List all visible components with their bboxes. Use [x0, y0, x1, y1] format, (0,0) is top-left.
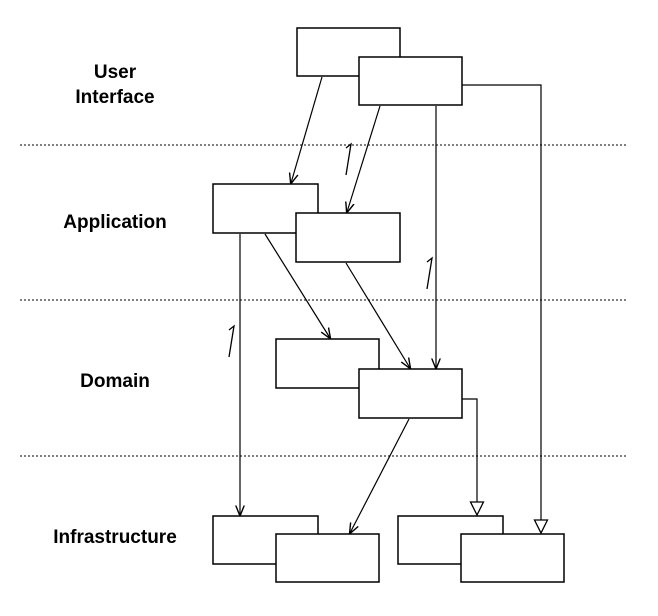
arrow-ui-to-infrastructure: [462, 84, 541, 533]
arrow-domain-to-infrastructure-left: [350, 418, 410, 533]
infrastructure-box-left-front: [275, 533, 380, 583]
layer-label-user: User: [94, 62, 137, 83]
tick-mark-application-skip: [228, 324, 235, 358]
layer-label-infrastructure: Infrastructure: [53, 527, 177, 548]
layer-label-application: Application: [63, 212, 166, 233]
ui-box-front: [358, 56, 463, 106]
arrow-application-to-domain-back: [264, 233, 330, 338]
arrow-ui-to-application-front: [347, 105, 381, 212]
domain-box-front: [358, 368, 463, 419]
ui-box-back: [296, 27, 401, 77]
arrow-ui-to-application-back: [291, 76, 323, 183]
tick-mark-ui-application: [345, 142, 352, 176]
tick-mark-domain-skip: [426, 256, 433, 290]
layer-label-interface: Interface: [75, 87, 154, 108]
layer-label-domain: Domain: [80, 371, 150, 392]
arrow-domain-to-infrastructure-right: [462, 398, 477, 515]
infrastructure-box-right-front: [460, 533, 565, 583]
application-box-front: [295, 212, 401, 263]
arrow-application-to-domain-front: [345, 262, 410, 368]
